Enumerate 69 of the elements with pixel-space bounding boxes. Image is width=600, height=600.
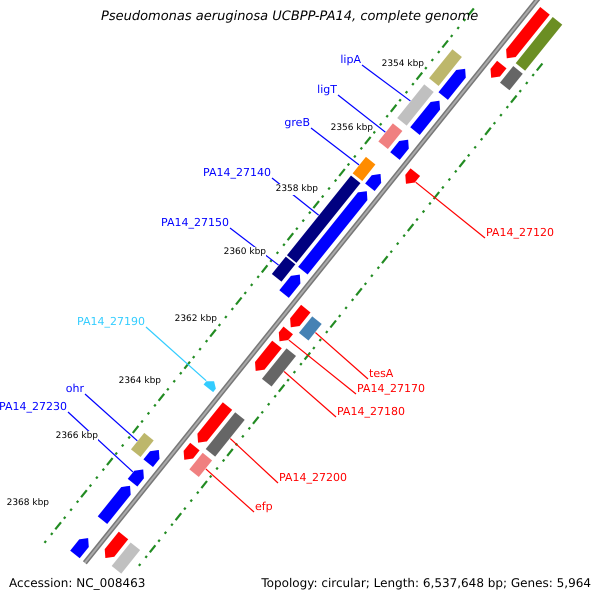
gene-block bbox=[404, 167, 422, 185]
gene-block bbox=[142, 449, 160, 468]
gene-bar bbox=[270, 256, 296, 283]
gene-label: PA14_27170 bbox=[357, 382, 425, 396]
gene-block bbox=[409, 100, 441, 136]
gene-label: PA14_27200 bbox=[279, 471, 347, 484]
gene-label: lipA bbox=[340, 53, 361, 66]
leader-line bbox=[146, 326, 207, 382]
gene-block bbox=[126, 468, 145, 488]
gene-block bbox=[254, 340, 283, 372]
leader-line bbox=[362, 64, 411, 102]
gene-label: greB bbox=[284, 116, 310, 130]
gene-block bbox=[364, 173, 382, 192]
gene-bar bbox=[260, 347, 298, 388]
gene-bar bbox=[110, 541, 142, 575]
gene-block bbox=[389, 138, 410, 161]
gene-bar bbox=[298, 315, 323, 342]
gene-label: PA14_27120 bbox=[486, 226, 554, 240]
gene-label: tesA bbox=[369, 367, 394, 380]
leader-line bbox=[288, 340, 356, 394]
scale-label: 2368 kbp bbox=[6, 498, 49, 509]
scale-label: 2354 kbp bbox=[382, 59, 424, 70]
leader-line bbox=[230, 438, 278, 484]
gene-block bbox=[69, 537, 90, 560]
gene-label: PA14_27150 bbox=[161, 216, 229, 230]
gene-block bbox=[278, 325, 294, 342]
gene-block bbox=[96, 484, 132, 526]
leader-line bbox=[310, 128, 360, 166]
scale-label: 2356 kbp bbox=[330, 123, 373, 134]
gene-label: ohr bbox=[66, 382, 84, 396]
scale-label: 2364 kbp bbox=[118, 376, 161, 387]
scale-label: 2366 kbp bbox=[56, 431, 98, 442]
gene-bar bbox=[204, 411, 246, 458]
gene-bar bbox=[396, 83, 435, 127]
gene-bar bbox=[514, 16, 564, 72]
gene-label: efp bbox=[255, 500, 273, 514]
gene-bar bbox=[188, 452, 214, 478]
gene-bar bbox=[498, 64, 524, 92]
gene-label: ligT bbox=[317, 83, 337, 96]
gene-block bbox=[196, 401, 234, 444]
gene-block bbox=[505, 6, 551, 60]
leader-line bbox=[415, 182, 486, 238]
gene-block bbox=[182, 442, 201, 461]
scale-label: 2362 kbp bbox=[174, 314, 217, 325]
gene-block bbox=[278, 274, 302, 299]
genome-info: Topology: circular; Length: 6,537,648 bp; Genes: 5,964 bbox=[261, 576, 591, 590]
gene-label: PA14_27230 bbox=[0, 400, 67, 414]
gene-bar bbox=[377, 122, 404, 150]
title: Pseudomonas aeruginosa UCBPP-PA14, complete genome bbox=[101, 9, 478, 25]
scale-label: 2358 kbp bbox=[276, 184, 318, 195]
gene-bar bbox=[428, 48, 464, 88]
scale-label: 2360 kbp bbox=[224, 247, 266, 258]
gene-block bbox=[437, 68, 467, 101]
gene-block bbox=[104, 530, 130, 559]
gene-bar bbox=[130, 432, 155, 458]
leader-line bbox=[284, 371, 336, 418]
leader-line bbox=[315, 332, 368, 380]
gene-bar bbox=[352, 156, 377, 182]
gene-block bbox=[289, 304, 312, 328]
genome-info: Accession: NC_008463 bbox=[9, 576, 146, 590]
leader-line bbox=[338, 94, 386, 133]
leader-line bbox=[205, 468, 254, 512]
gene-label: PA14_27190 bbox=[77, 315, 145, 328]
gene-block bbox=[490, 60, 508, 79]
leader-line bbox=[68, 412, 134, 472]
gene-label: PA14_27140 bbox=[203, 166, 271, 180]
gene-block bbox=[202, 380, 217, 394]
leader-line bbox=[84, 394, 138, 442]
gene-label: PA14_27180 bbox=[337, 405, 405, 418]
